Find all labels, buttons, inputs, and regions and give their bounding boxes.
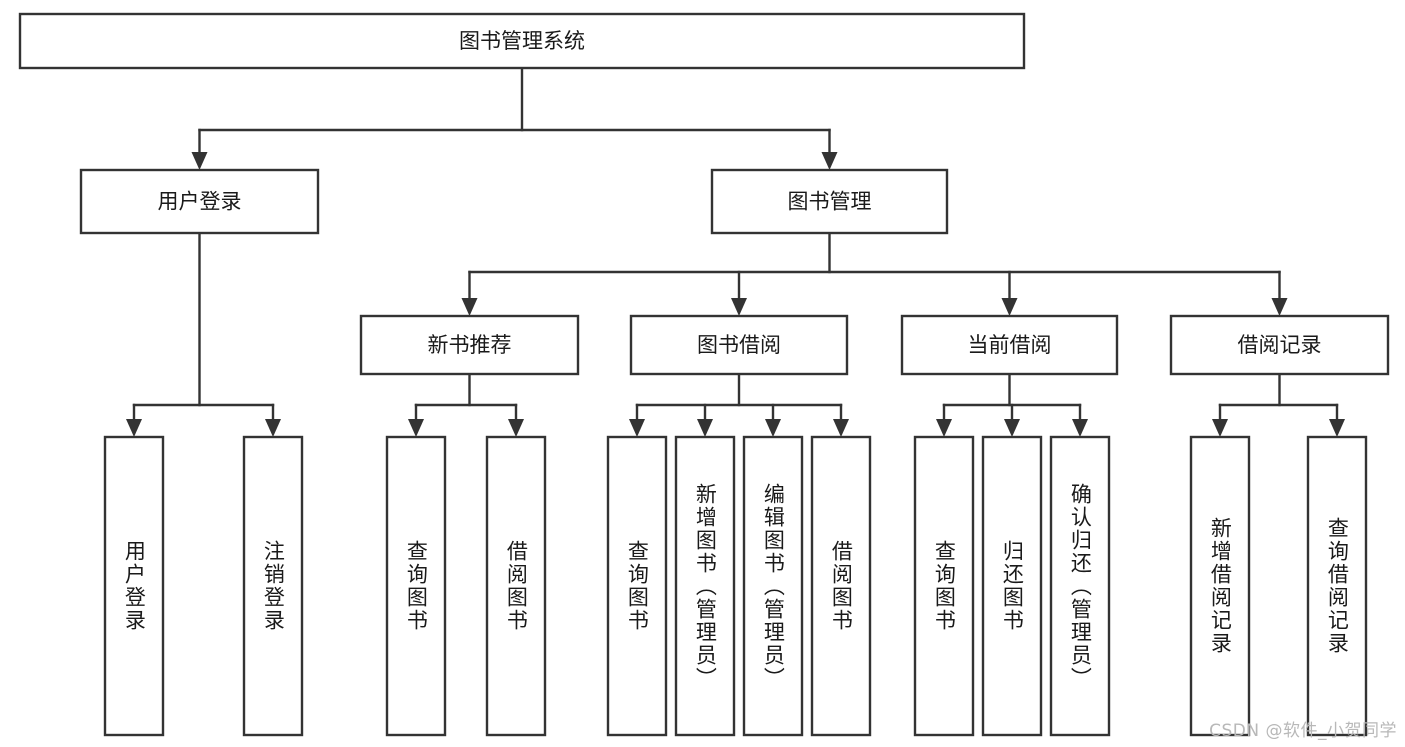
arrow-head-icon — [697, 419, 713, 437]
arrow-head-icon — [821, 152, 838, 170]
node-box-current-borrow[interactable] — [900, 314, 1119, 376]
arrow-head-icon — [629, 419, 645, 437]
arrow-head-icon — [1271, 298, 1288, 316]
node-box-leaf-borrow-book-2[interactable] — [810, 435, 872, 737]
node-box-leaf-edit-book[interactable] — [742, 435, 804, 737]
arrow-head-icon — [1004, 419, 1020, 437]
arrow-head-icon — [508, 419, 524, 437]
arrow-head-icon — [731, 298, 747, 316]
node-box-leaf-add-record[interactable] — [1189, 435, 1251, 737]
node-box-book-manage[interactable] — [710, 168, 949, 235]
node-label-user-login: 用户登录 — [158, 190, 242, 214]
arrow-head-icon — [461, 298, 478, 316]
watermark-text: CSDN @软件_小贺同学 — [1209, 721, 1397, 741]
node-box-borrow-record[interactable] — [1169, 314, 1390, 376]
arrow-head-icon — [833, 419, 849, 437]
arrow-head-icon — [191, 152, 208, 170]
connectors-layer — [126, 66, 1345, 437]
arrow-head-icon — [1212, 419, 1228, 437]
node-label-root: 图书管理系统 — [459, 29, 585, 53]
arrow-head-icon — [265, 419, 281, 437]
boxes-layer — [18, 12, 1390, 737]
node-box-leaf-user-login[interactable] — [103, 435, 165, 737]
node-box-book-borrow[interactable] — [629, 314, 849, 376]
arrow-head-icon — [936, 419, 952, 437]
node-box-root[interactable] — [18, 12, 1026, 70]
node-box-leaf-confirm-return[interactable] — [1049, 435, 1111, 737]
arrow-head-icon — [1329, 419, 1345, 437]
node-box-leaf-query-book-1[interactable] — [385, 435, 447, 737]
node-box-leaf-query-book-3[interactable] — [913, 435, 975, 737]
arrow-head-icon — [1001, 298, 1018, 316]
arrow-head-icon — [1072, 419, 1088, 437]
node-box-leaf-logout[interactable] — [242, 435, 304, 737]
node-box-leaf-query-record[interactable] — [1306, 435, 1368, 737]
node-box-leaf-return-book[interactable] — [981, 435, 1043, 737]
node-box-leaf-query-book-2[interactable] — [606, 435, 668, 737]
node-label-current-borrow: 当前借阅 — [968, 333, 1052, 357]
node-label-book-manage: 图书管理 — [788, 190, 872, 214]
node-label-new-book-rec: 新书推荐 — [428, 333, 512, 357]
node-box-new-book-rec[interactable] — [359, 314, 580, 376]
node-label-borrow-record: 借阅记录 — [1238, 333, 1322, 357]
node-box-leaf-add-book[interactable] — [674, 435, 736, 737]
arrow-head-icon — [126, 419, 142, 437]
node-box-leaf-borrow-book-1[interactable] — [485, 435, 547, 737]
arrow-head-icon — [765, 419, 781, 437]
node-box-user-login[interactable] — [79, 168, 320, 235]
node-label-book-borrow: 图书借阅 — [697, 333, 781, 357]
arrow-head-icon — [408, 419, 424, 437]
